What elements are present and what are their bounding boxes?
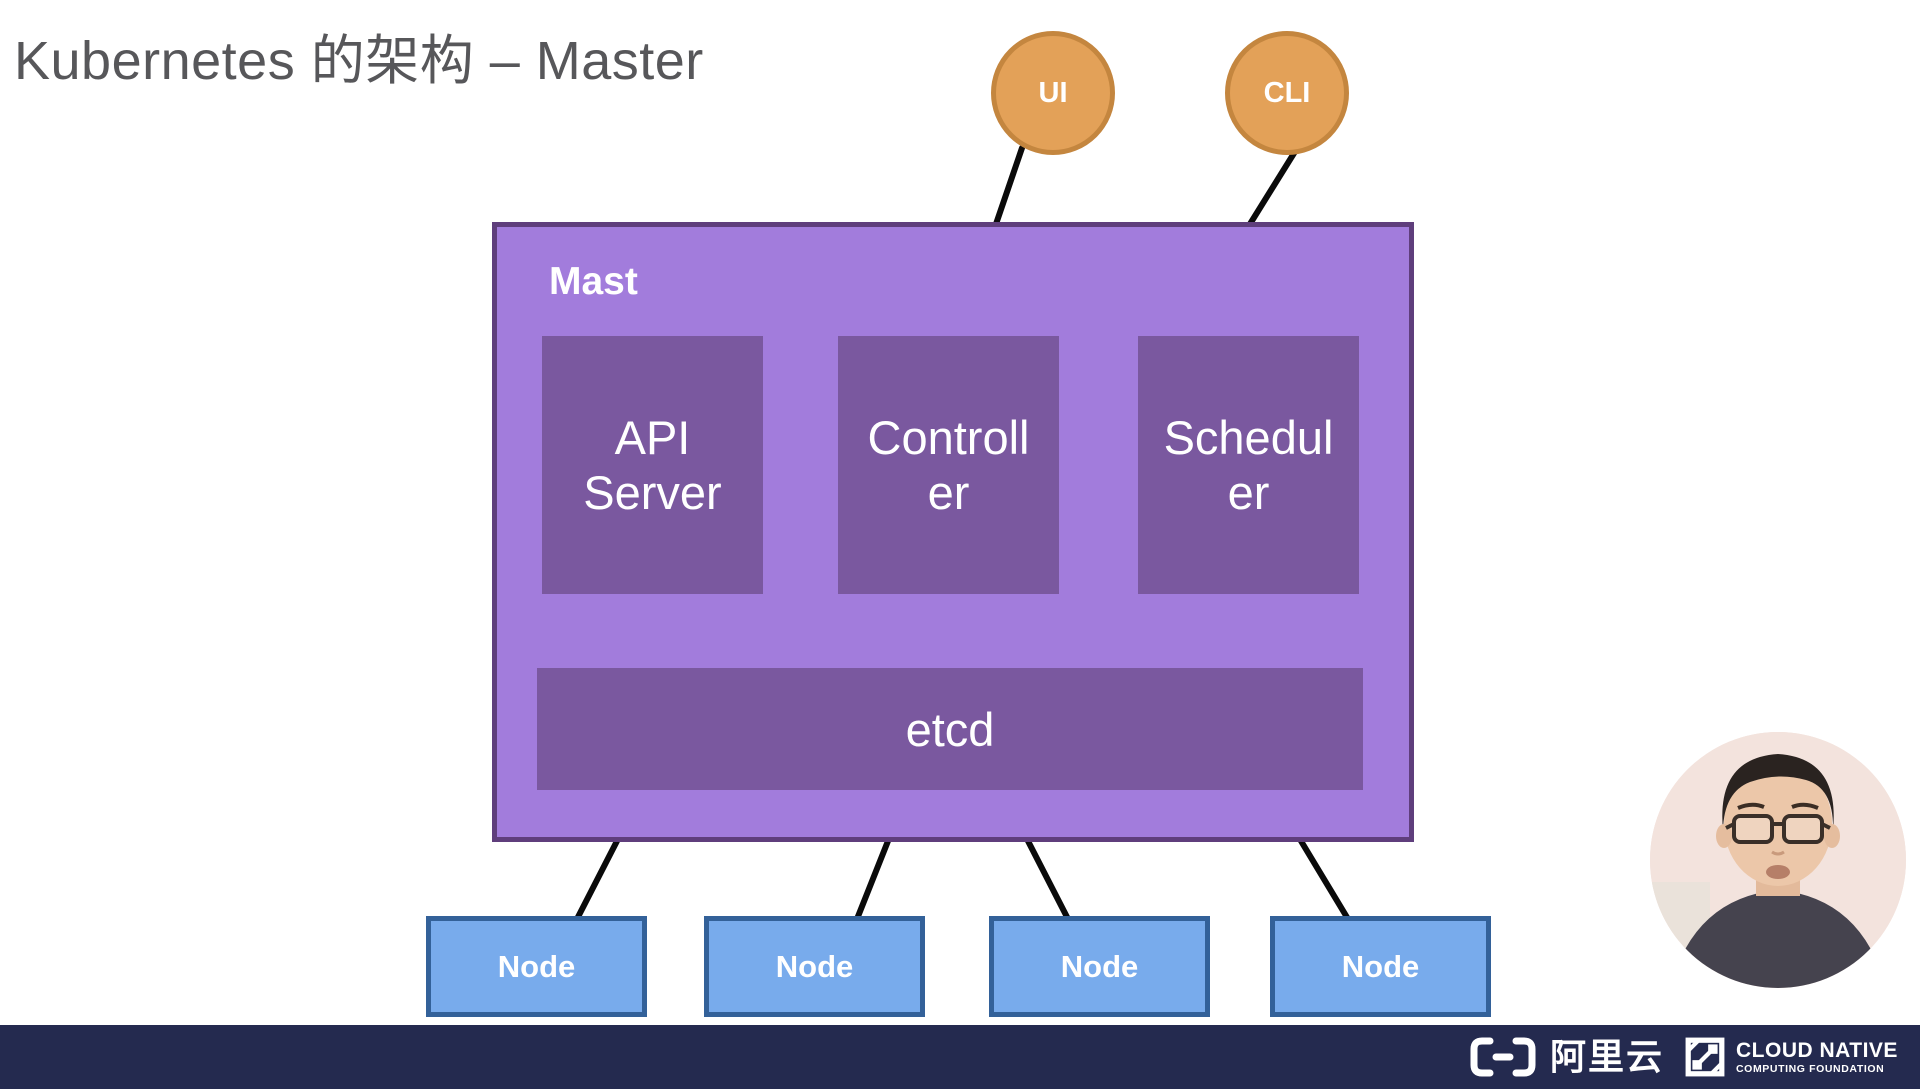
cncf-logo: CLOUD NATIVE COMPUTING FOUNDATION: [1684, 1025, 1898, 1089]
connector-master-node3: [1025, 838, 1071, 922]
connector-cli-master: [1247, 147, 1299, 227]
cncf-cube-icon: [1685, 1037, 1725, 1077]
client-cli-label: CLI: [1263, 76, 1311, 109]
client-ui-label: UI: [1038, 76, 1068, 109]
component-scheduler-line1: Schedul: [1163, 410, 1334, 464]
webcam-presenter-video: [1650, 732, 1906, 988]
component-controller-line2: er: [927, 466, 970, 519]
client-ui-circle: UI: [991, 31, 1115, 155]
node-box-3: Node: [989, 916, 1210, 1017]
node-box-4: Node: [1270, 916, 1491, 1017]
connector-master-node4: [1298, 838, 1351, 922]
master-label: Mast: [549, 260, 638, 303]
cncf-wordmark: CLOUD NATIVE COMPUTING FOUNDATION: [1736, 1040, 1898, 1075]
node-1-label: Node: [497, 948, 576, 984]
connector-master-node2: [854, 838, 891, 922]
node-box-2: Node: [704, 916, 925, 1017]
component-controller: Controll er: [838, 336, 1059, 594]
component-api-server-line2: Server: [583, 466, 722, 519]
component-api-server: API Server: [542, 336, 763, 594]
cncf-wordmark-line1: CLOUD NATIVE: [1736, 1038, 1898, 1062]
component-api-server-line1: API: [614, 410, 691, 464]
presenter-illustration: [1650, 732, 1906, 988]
connector-ui-master: [993, 145, 1025, 227]
alibaba-brackets-icon: [1470, 1037, 1536, 1077]
node-box-1: Node: [426, 916, 647, 1017]
alibaba-cloud-logo: 阿里云: [1468, 1025, 1664, 1089]
etcd-bar: etcd: [537, 668, 1363, 790]
node-3-label: Node: [1060, 948, 1139, 984]
client-cli-circle: CLI: [1225, 31, 1349, 155]
alibaba-cloud-wordmark: 阿里云: [1550, 1036, 1665, 1077]
node-4-label: Node: [1341, 948, 1420, 984]
connector-master-node1: [574, 838, 620, 922]
slide-title: Kubernetes 的架构 – Master: [14, 31, 704, 91]
master-box: Mast API Server Controll er Schedul er e…: [492, 222, 1414, 842]
etcd-label: etcd: [905, 702, 995, 756]
cncf-wordmark-line2: COMPUTING FOUNDATION: [1736, 1062, 1885, 1075]
component-scheduler-line2: er: [1227, 466, 1270, 519]
component-controller-line1: Controll: [867, 410, 1030, 464]
footer-bar: 阿里云 CLOUD NATIVE COMPUTING FOUNDATION: [0, 1025, 1920, 1089]
node-2-label: Node: [775, 948, 854, 984]
component-scheduler: Schedul er: [1138, 336, 1359, 594]
